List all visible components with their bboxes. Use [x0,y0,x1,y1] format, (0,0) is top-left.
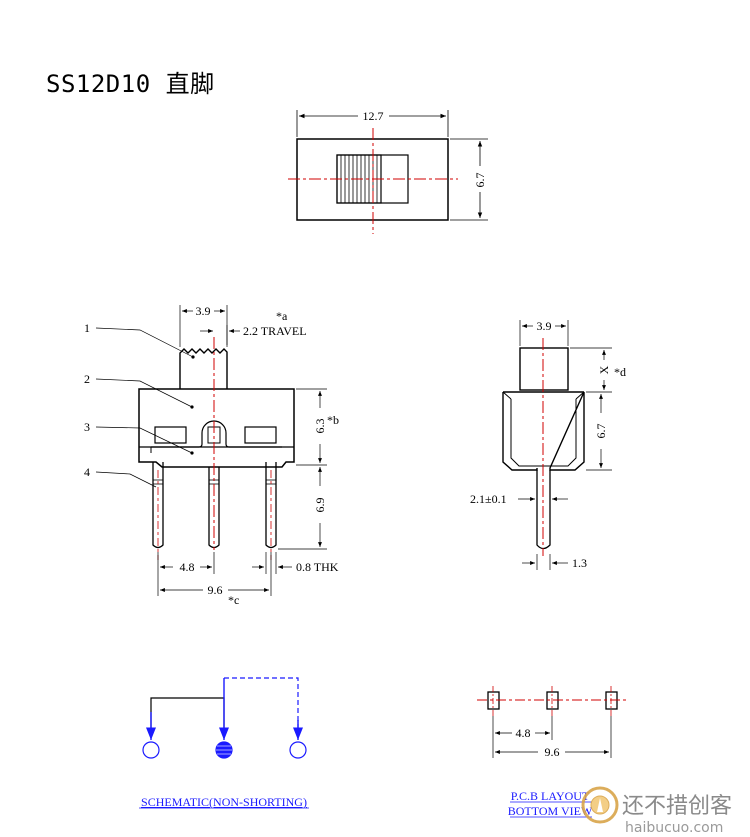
schematic-caption: SCHEMATIC(NON-SHORTING) [141,795,307,809]
note-b: *b [327,413,339,427]
side-view [502,320,612,570]
pcb-span: 9.6 [545,745,560,759]
callout-4: 4 [84,465,90,479]
pin-width: 2.1±0.1 [470,492,507,506]
front-span: 9.6 [208,583,223,597]
watermark-logo-icon [581,786,619,824]
pcb-pitch: 4.8 [516,726,531,740]
note-c: *c [228,593,239,607]
pin-tip: 1.3 [572,556,587,570]
callout-3: 3 [84,420,90,434]
side-body-height: 6.7 [594,424,608,439]
pcb-caption-line1: P.C.B LAYOUT [511,789,590,803]
pcb-layout [477,686,628,758]
watermark-text: 还不措创客 [622,794,732,819]
top-width-label: 12.7 [363,109,384,123]
front-pitch: 4.8 [180,560,195,574]
travel-label: 2.2 TRAVEL [243,324,307,338]
watermark-url: haibucuo.com [625,820,723,836]
front-view [95,305,327,596]
pin-length: 6.9 [313,498,327,513]
pcb-caption-line2: BOTTOM VIEW [508,804,593,818]
note-d: *d [614,365,626,379]
callout-2: 2 [84,372,90,386]
front-actuator-width: 3.9 [196,304,211,318]
page-title: SS12D10 直脚 [46,70,215,98]
schematic-diagram [142,677,307,759]
side-actuator-width: 3.9 [537,319,552,333]
front-body-height: 6.3 [313,419,327,434]
thickness-label: 0.8 THK [296,560,339,574]
top-height-label: 6.7 [473,173,487,188]
top-view [288,110,488,234]
callout-1: 1 [84,321,90,335]
note-a: *a [276,309,288,323]
side-x-dim: X [597,365,611,374]
